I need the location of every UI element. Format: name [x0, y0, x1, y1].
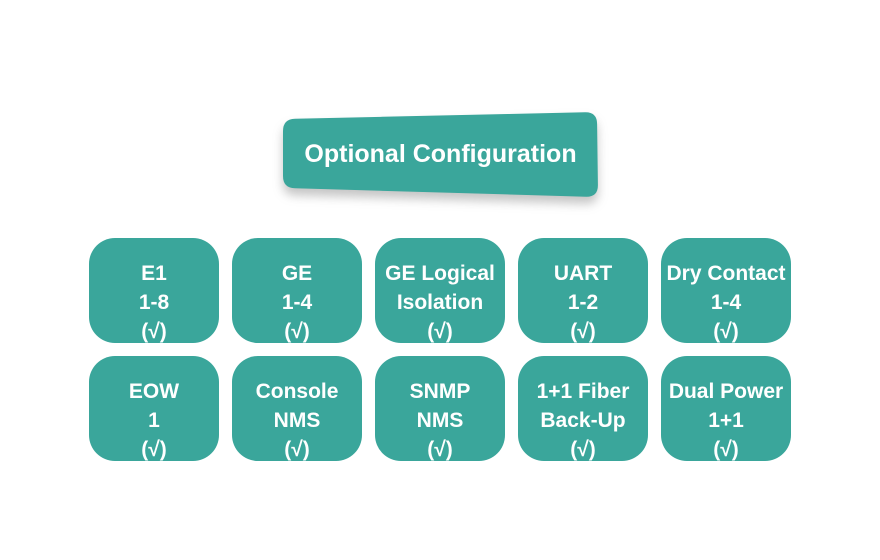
- box-line: NMS: [416, 409, 464, 432]
- box-line: (√): [141, 438, 167, 461]
- box-line: (√): [427, 320, 453, 343]
- box-uart: UART 1-2 (√): [518, 238, 648, 343]
- box-line: (√): [713, 320, 739, 343]
- box-e1: E1 1-8 (√): [89, 238, 219, 343]
- box-line: Isolation: [396, 291, 484, 314]
- box-dry-contact: Dry Contact 1-4 (√): [661, 238, 791, 343]
- box-line: Dual Power: [668, 380, 784, 403]
- box-line: (√): [570, 438, 596, 461]
- box-line: EOW: [128, 380, 180, 403]
- box-line: 1-8: [138, 291, 170, 314]
- box-line: GE Logical: [385, 262, 495, 285]
- box-line: 1-2: [567, 291, 599, 314]
- box-ge: GE 1-4 (√): [232, 238, 362, 343]
- box-line: (√): [570, 320, 596, 343]
- box-line: 1: [148, 409, 160, 432]
- box-line: 1-4: [710, 291, 742, 314]
- box-snmp-nms: SNMP NMS (√): [375, 356, 505, 461]
- box-line: 1-4: [281, 291, 313, 314]
- box-dual-power: Dual Power 1+1 (√): [661, 356, 791, 461]
- box-line: (√): [427, 438, 453, 461]
- box-line: 1+1 Fiber: [536, 380, 630, 403]
- box-line: (√): [713, 438, 739, 461]
- box-line: GE: [281, 262, 313, 285]
- banner-title: Optional Configuration: [304, 140, 577, 168]
- box-line: Back-Up: [540, 409, 626, 432]
- box-line: Console: [255, 380, 339, 403]
- box-eow: EOW 1 (√): [89, 356, 219, 461]
- box-line: 1+1: [708, 409, 744, 432]
- box-line: Dry Contact: [666, 262, 786, 285]
- box-line: E1: [141, 262, 167, 285]
- box-line: (√): [284, 438, 310, 461]
- box-line: (√): [141, 320, 167, 343]
- box-line: (√): [284, 320, 310, 343]
- box-line: SNMP: [409, 380, 471, 403]
- box-line: NMS: [273, 409, 321, 432]
- box-line: UART: [553, 262, 613, 285]
